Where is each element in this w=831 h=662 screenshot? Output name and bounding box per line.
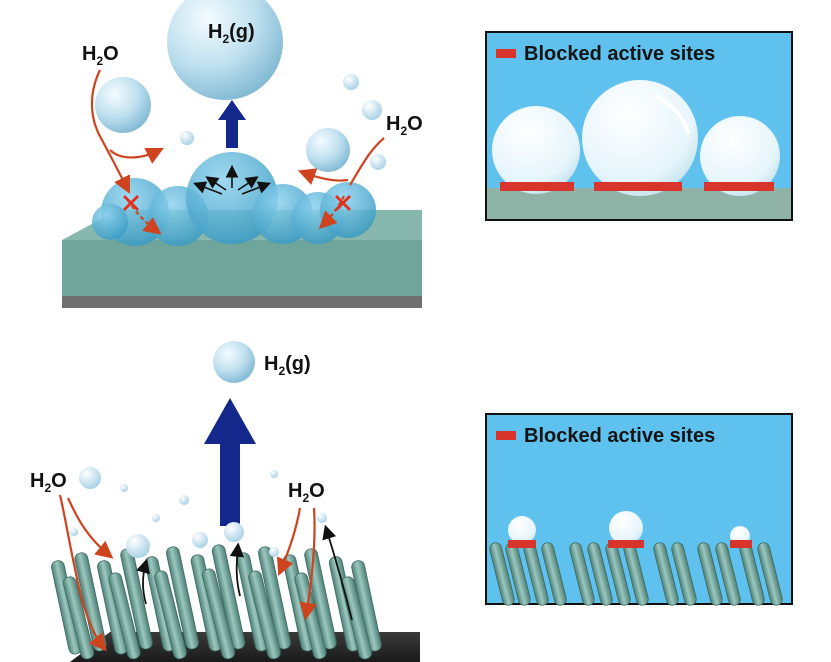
small-upward-arrow xyxy=(218,100,246,148)
blocked-site-marker xyxy=(500,182,574,191)
water-label-top-left: H2O xyxy=(82,43,119,68)
substrate-front xyxy=(62,240,422,296)
legend-swatch-bottom xyxy=(496,431,516,440)
nanorod-electrode-illustration: H2(g) H2O H2O xyxy=(30,341,420,662)
panel-nanorods xyxy=(489,542,783,606)
substrate-base xyxy=(62,296,422,308)
water-paths-bottom xyxy=(58,494,317,652)
h2-gas-label-top: H2(g) xyxy=(208,21,255,46)
floating-bubbles-top xyxy=(95,0,386,172)
water-label-bottom-left: H2O xyxy=(30,470,67,495)
red-x-icon xyxy=(123,195,351,211)
bubble-growth-arrows xyxy=(193,164,271,195)
flat-electrode-illustration: H2(g) H2O H2O xyxy=(62,0,423,308)
blocked-site-marker xyxy=(608,540,644,548)
water-label-bottom-right: H2O xyxy=(288,480,325,505)
legend-swatch-top xyxy=(496,49,516,58)
blocked-site-marker xyxy=(594,182,682,191)
water-label-top-right: H2O xyxy=(386,113,423,138)
bubble-release-arrows xyxy=(136,524,353,621)
blocked-site-marker xyxy=(508,540,536,548)
blocked-sites-panel-bottom: Blocked active sites xyxy=(485,413,793,606)
floating-bubbles-bottom xyxy=(70,341,327,558)
legend-label-bottom: Blocked active sites xyxy=(524,425,715,447)
legend-label-top: Blocked active sites xyxy=(524,43,715,65)
blocked-sites-panel-top: Blocked active sites xyxy=(485,31,793,221)
blocked-site-marker xyxy=(704,182,774,191)
blocked-site-marker xyxy=(730,540,752,548)
h2-gas-label-bottom: H2(g) xyxy=(264,353,311,378)
large-upward-arrow xyxy=(204,398,256,526)
